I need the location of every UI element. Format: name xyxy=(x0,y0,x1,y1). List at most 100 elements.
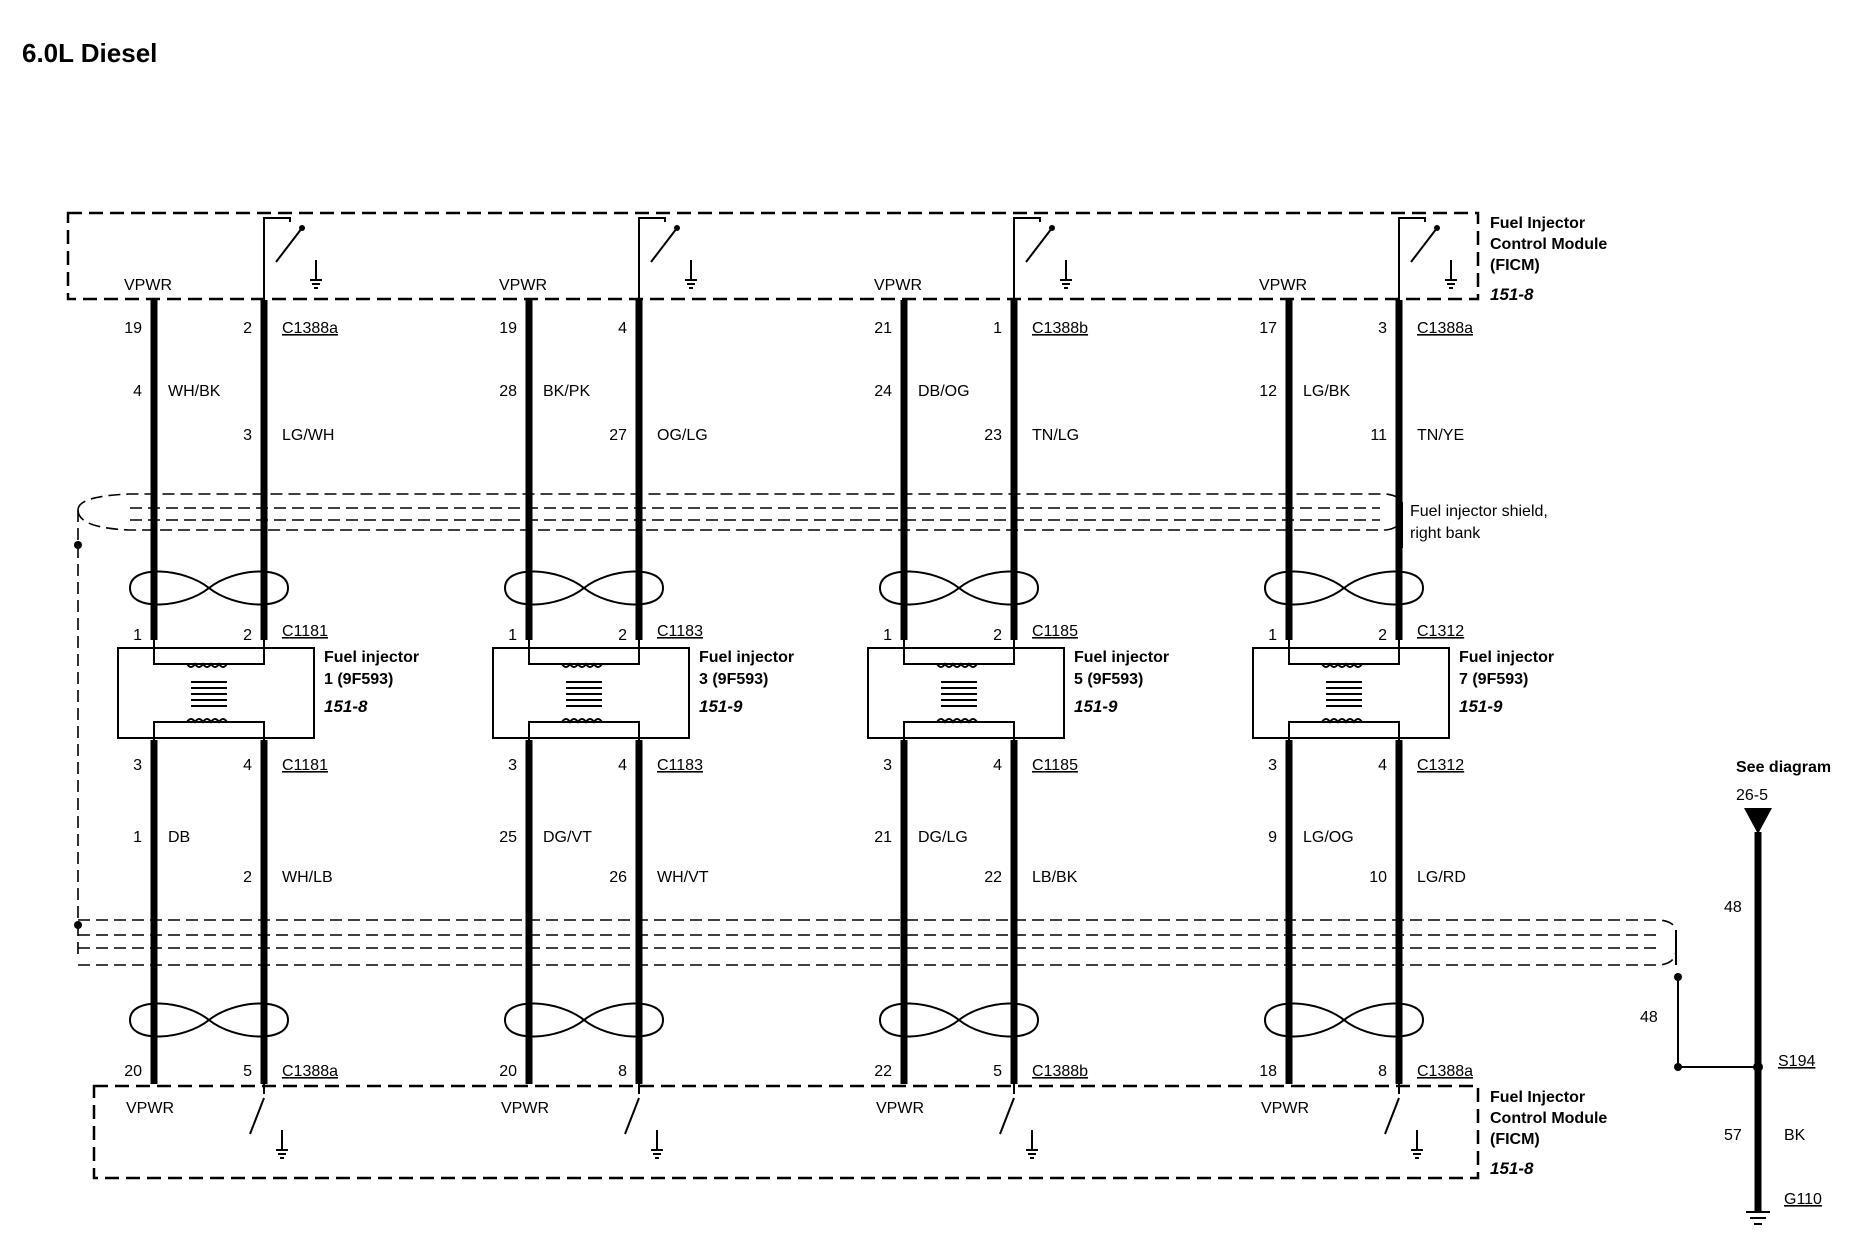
vpwr-label-bottom: VPWR xyxy=(1261,1100,1309,1117)
coil-icon xyxy=(186,662,228,668)
connector-label: C1388a xyxy=(1417,1063,1473,1080)
coil-icon xyxy=(561,662,603,668)
wire-color-label: DB/OG xyxy=(918,383,970,400)
circuit-number: 10 xyxy=(1369,869,1387,886)
injector-name: Fuel injector xyxy=(324,649,419,666)
pin-label: 5 xyxy=(243,1063,252,1080)
injector-ref: 151-9 xyxy=(1459,697,1503,716)
injector-name: Fuel injector xyxy=(699,649,794,666)
connector-label: C1181 xyxy=(282,757,328,774)
switch-icon xyxy=(999,1097,1015,1135)
wire-color-label: LB/BK xyxy=(1032,869,1078,886)
wire-color-label: WH/LB xyxy=(282,869,333,886)
injector-part: 1 (9F593) xyxy=(324,671,393,688)
ground-icon xyxy=(1060,279,1072,289)
vpwr-label-top: VPWR xyxy=(874,277,922,294)
vpwr-label-top: VPWR xyxy=(499,277,547,294)
wire-color-label: DG/LG xyxy=(918,829,968,846)
ground-icon xyxy=(276,1149,288,1159)
svg-text:48: 48 xyxy=(1640,1009,1658,1026)
pin-label: 3 xyxy=(133,757,142,774)
twisted-pair-icon xyxy=(128,1002,290,1038)
pin-label: 2 xyxy=(243,320,252,337)
injector-lead-bottom xyxy=(903,721,1015,740)
ficm-top-box xyxy=(66,211,1480,301)
ground-icon xyxy=(651,1149,663,1159)
shield-upper xyxy=(74,493,1403,960)
pin-label: 2 xyxy=(618,627,627,644)
circuit-number: 11 xyxy=(1370,427,1387,444)
switch-lead xyxy=(263,217,291,300)
connector-label: C1185 xyxy=(1032,757,1078,774)
injector-lead-bottom xyxy=(153,721,265,740)
ground-icon xyxy=(310,279,322,289)
svg-text:BK: BK xyxy=(1784,1127,1806,1144)
wire-color-label: BK/PK xyxy=(543,383,590,400)
twisted-pair-icon xyxy=(1263,1002,1425,1038)
coil-icon xyxy=(936,718,978,724)
circuit-number: 4 xyxy=(133,383,142,400)
injector-ref: 151-9 xyxy=(699,697,743,716)
switch-lead xyxy=(1013,217,1041,300)
fuel-injector-box xyxy=(492,647,690,739)
svg-text:Control Module: Control Module xyxy=(1490,1110,1607,1127)
connector-label: C1388a xyxy=(282,1063,338,1080)
twisted-pair-icon xyxy=(878,1002,1040,1038)
vpwr-label-bottom: VPWR xyxy=(126,1100,174,1117)
pin-label: 19 xyxy=(499,320,517,337)
svg-text:(FICM): (FICM) xyxy=(1490,257,1540,274)
circuit-number: 1 xyxy=(133,829,142,846)
injector-lead-top xyxy=(903,640,1015,665)
pin-label: 3 xyxy=(1268,757,1277,774)
injector-lead-top xyxy=(1288,640,1400,665)
circuit-number: 26 xyxy=(609,869,627,886)
pin-label: 20 xyxy=(499,1063,517,1080)
vpwr-label-bottom: VPWR xyxy=(876,1100,924,1117)
pin-label: 21 xyxy=(874,320,892,337)
svg-text:57: 57 xyxy=(1724,1127,1742,1144)
ficm-bottom-label: Fuel Injector Control Module (FICM) 151-… xyxy=(1490,1089,1607,1178)
ground-icon xyxy=(685,279,697,289)
connector-label: C1183 xyxy=(657,757,703,774)
switch-lead xyxy=(638,217,666,300)
off-page-arrow-icon xyxy=(1744,808,1772,834)
twisted-pair-icon xyxy=(128,570,290,606)
coil-icon xyxy=(561,718,603,724)
injector-name: Fuel injector xyxy=(1074,649,1169,666)
injector-ref: 151-9 xyxy=(1074,697,1118,716)
vpwr-label-bottom: VPWR xyxy=(501,1100,549,1117)
twisted-pair-icon xyxy=(503,1002,665,1038)
injector-ref: 151-8 xyxy=(324,697,368,716)
svg-text:(FICM): (FICM) xyxy=(1490,1131,1540,1148)
wire-color-label: DG/VT xyxy=(543,829,592,846)
ground-icon xyxy=(1411,1149,1423,1159)
pin-label: 4 xyxy=(618,320,627,337)
pin-label: 20 xyxy=(124,1063,142,1080)
coil-icon xyxy=(1321,662,1363,668)
pin-label: 8 xyxy=(618,1063,627,1080)
svg-text:Control Module: Control Module xyxy=(1490,236,1607,253)
ficm-top-label: Fuel Injector Control Module (FICM) 151-… xyxy=(1490,215,1607,304)
pin-label: 2 xyxy=(1378,627,1387,644)
pin-label: 5 xyxy=(993,1063,1002,1080)
ground-icon xyxy=(1026,1149,1038,1159)
wire-color-label: TN/LG xyxy=(1032,427,1079,444)
circuit-number: 25 xyxy=(499,829,517,846)
injector-part: 5 (9F593) xyxy=(1074,671,1143,688)
wire-color-label: WH/VT xyxy=(657,869,709,886)
shield-label: Fuel injector shield, right bank xyxy=(1410,503,1548,542)
pin-label: 1 xyxy=(1268,627,1277,644)
wire-color-label: TN/YE xyxy=(1417,427,1464,444)
pin-label: 3 xyxy=(508,757,517,774)
ground-point-label: G110 xyxy=(1784,1191,1822,1208)
pin-label: 3 xyxy=(883,757,892,774)
twisted-pair-icon xyxy=(503,570,665,606)
circuit-number: 9 xyxy=(1268,829,1277,846)
pin-label: 4 xyxy=(993,757,1002,774)
injector-lead-bottom xyxy=(1288,721,1400,740)
coil-icon xyxy=(186,718,228,724)
connector-label: C1181 xyxy=(282,623,328,640)
